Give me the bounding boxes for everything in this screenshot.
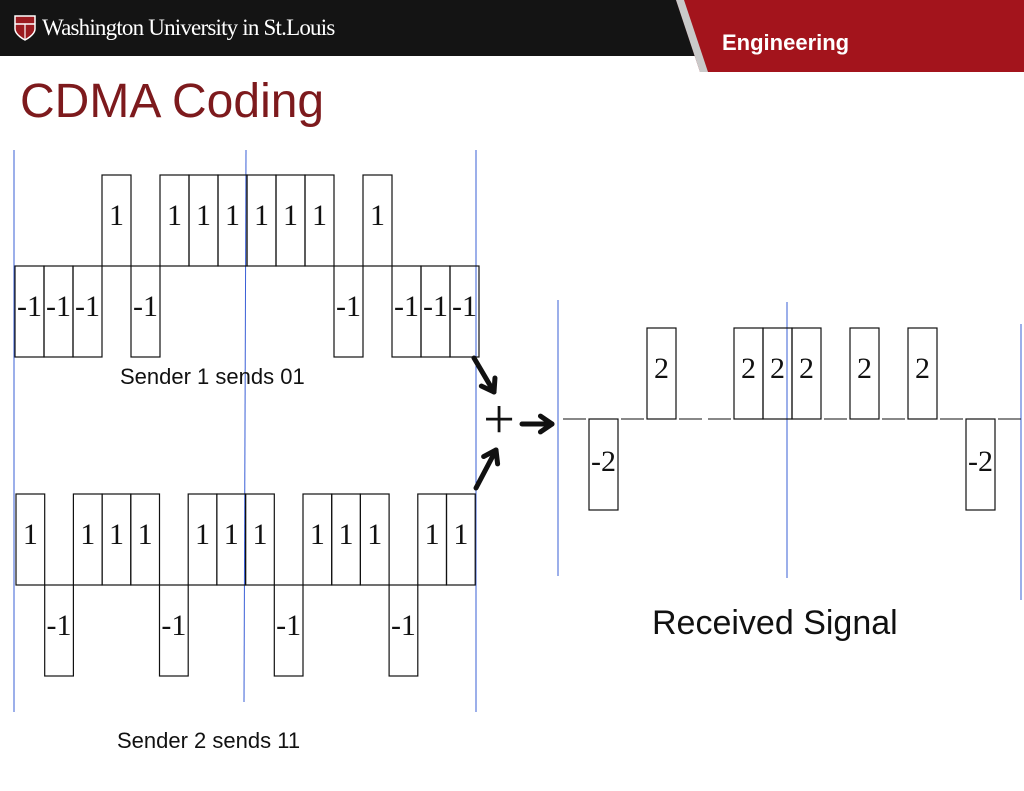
sender1-chip-label: -1 bbox=[17, 290, 42, 323]
period-divider bbox=[243, 149, 247, 703]
sender2-chip-label: -1 bbox=[161, 609, 186, 642]
sender1-chip bbox=[72, 265, 103, 358]
sender1-chip bbox=[304, 174, 335, 267]
received-chip bbox=[965, 418, 996, 511]
sender2-chip bbox=[44, 584, 75, 677]
arrow-to-received-head bbox=[537, 413, 555, 435]
university-name: Washington University in St.Louis bbox=[42, 15, 335, 40]
sender2-chip-label: -1 bbox=[391, 609, 416, 642]
received-chip-label: 2 bbox=[915, 352, 930, 385]
sender2-chip-label: 1 bbox=[224, 518, 239, 551]
sender2-chip-label: 1 bbox=[339, 518, 354, 551]
received-chip bbox=[907, 327, 938, 420]
sender1-chip-label: -1 bbox=[133, 290, 158, 323]
sender1-chip-label: -1 bbox=[423, 290, 448, 323]
sender1-chip-label: 1 bbox=[312, 199, 327, 232]
sender1-caption: Sender 1 sends 01 bbox=[120, 364, 305, 389]
shield-icon bbox=[14, 15, 36, 41]
received-chip bbox=[646, 327, 677, 420]
sender1-chip-label: -1 bbox=[46, 290, 71, 323]
plus-sign: + bbox=[483, 389, 515, 451]
sender2-chip bbox=[245, 493, 275, 586]
received-chip-label: 2 bbox=[857, 352, 872, 385]
sender2-chip-label: -1 bbox=[276, 609, 301, 642]
arrow-from-sender2 bbox=[473, 447, 499, 491]
sender2-chip-label: 1 bbox=[138, 518, 153, 551]
sender2-chip-label: 1 bbox=[109, 518, 124, 551]
received-chip-label: 2 bbox=[799, 352, 814, 385]
sender1-chip-label: -1 bbox=[75, 290, 100, 323]
sender2-caption: Sender 2 sends 11 bbox=[117, 728, 301, 753]
sender2-chip-label: 1 bbox=[80, 518, 95, 551]
department-name: Engineering bbox=[722, 30, 850, 55]
sender2-chip-label: 1 bbox=[23, 518, 38, 551]
sender1-chip bbox=[101, 174, 132, 267]
sender2-chip-label: 1 bbox=[310, 518, 325, 551]
engineering-banner bbox=[676, 0, 1024, 72]
arrow-from-sender2-head bbox=[481, 447, 501, 467]
sender1-chip bbox=[449, 265, 480, 358]
received-chip-label: 2 bbox=[654, 352, 669, 385]
sender2-chip-label: 1 bbox=[425, 518, 440, 551]
sender1-chip-label: 1 bbox=[283, 199, 298, 232]
sender1-chip bbox=[362, 174, 393, 267]
sender1-chip-label: -1 bbox=[336, 290, 361, 323]
sender2-chip-label: 1 bbox=[195, 518, 210, 551]
sender2-chip bbox=[15, 493, 46, 586]
sender2-chip bbox=[359, 493, 390, 586]
arrow-from-sender1-head bbox=[478, 375, 498, 395]
received-chip-label: 2 bbox=[770, 352, 785, 385]
received-chip bbox=[588, 418, 619, 511]
sender2-chip-label: 1 bbox=[453, 518, 468, 551]
sender1-chip-label: -1 bbox=[394, 290, 419, 323]
received-chip-label: -2 bbox=[968, 445, 993, 478]
sender1-chip bbox=[130, 265, 161, 358]
received-chip-label: -2 bbox=[591, 445, 616, 478]
sender2-chip-label: 1 bbox=[252, 518, 267, 551]
sender2-chip bbox=[273, 584, 304, 677]
sender2-chip bbox=[158, 584, 189, 677]
university-logo[interactable]: Washington University in St.Louis bbox=[14, 14, 335, 42]
sender1-chip-label: 1 bbox=[109, 199, 124, 232]
received-caption: Received Signal bbox=[652, 604, 898, 642]
sender1-chip-label: 1 bbox=[254, 199, 269, 232]
slide-title: CDMA Coding bbox=[20, 75, 325, 128]
sender1-chip-label: 1 bbox=[167, 199, 182, 232]
received-chip bbox=[849, 327, 880, 420]
received-chip-label: 2 bbox=[741, 352, 756, 385]
sender1-chip bbox=[333, 265, 364, 358]
sender1-chip-label: -1 bbox=[452, 290, 477, 323]
sender2-chip bbox=[388, 584, 419, 677]
sender2-chip bbox=[130, 493, 161, 586]
sender1-chip-label: 1 bbox=[225, 199, 240, 232]
arrow-from-sender1 bbox=[471, 355, 497, 395]
sender2-chip bbox=[445, 493, 476, 586]
sender2-chip-label: 1 bbox=[367, 518, 382, 551]
sender1-chip-label: 1 bbox=[370, 199, 385, 232]
received-chip bbox=[791, 327, 822, 420]
sender2-chip-label: -1 bbox=[47, 609, 72, 642]
sender1-chip-label: 1 bbox=[196, 199, 211, 232]
